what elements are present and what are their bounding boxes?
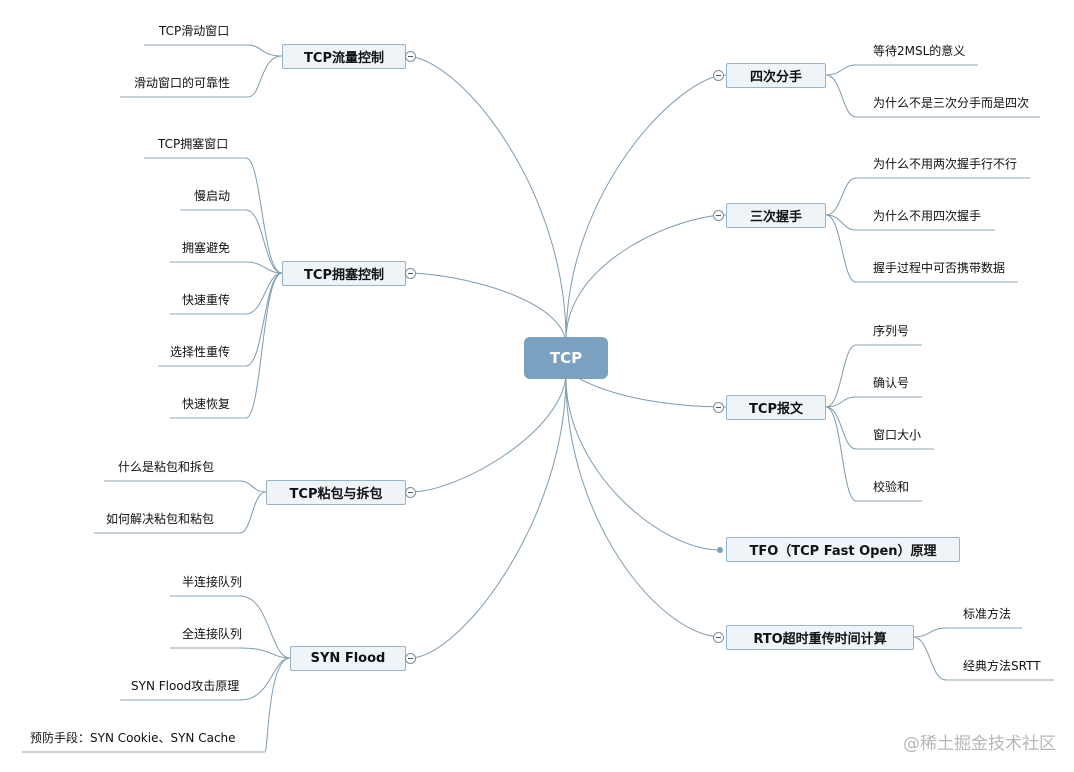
leaf-item[interactable]: 为什么不用两次握手行不行 [873,157,1018,171]
topic-three-way-handshake[interactable]: 三次握手 [726,203,826,228]
root-node[interactable]: TCP [524,337,608,379]
leaf-item[interactable]: 快速恢复 [182,397,231,411]
topic-label: SYN Flood [310,651,386,666]
leaf-dot-icon [717,547,723,553]
topic-label: 三次握手 [749,210,802,225]
leaf-item[interactable]: 确认号 [873,376,910,390]
leaf-item[interactable]: 拥塞避免 [182,241,231,255]
leaf-item[interactable]: 如何解决粘包和粘包 [106,512,215,526]
collapse-icon[interactable] [713,402,724,413]
topic-tfo[interactable]: TFO（TCP Fast Open）原理 [726,537,960,562]
leaf-item[interactable]: 等待2MSL的意义 [873,44,966,58]
leaf-item[interactable]: 选择性重传 [170,345,231,359]
root-label: TCP [549,349,583,367]
collapse-icon[interactable] [713,70,724,81]
leaf-item[interactable]: SYN Flood攻击原理 [131,679,240,693]
collapse-icon[interactable] [405,653,416,664]
leaf-item[interactable]: 窗口大小 [873,428,922,442]
leaf-item[interactable]: TCP滑动窗口 [159,24,230,38]
topic-congestion[interactable]: TCP拥塞控制 [282,261,406,286]
leaf-item[interactable]: 全连接队列 [182,627,243,641]
leaf-item[interactable]: 半连接队列 [182,575,243,589]
topic-label: TCP流量控制 [304,51,384,66]
leaf-item[interactable]: 什么是粘包和拆包 [118,460,215,474]
topic-label: 四次分手 [749,70,802,85]
leaf-item[interactable]: 预防手段：SYN Cookie、SYN Cache [30,731,236,745]
leaf-item[interactable]: 慢启动 [194,189,231,203]
collapse-icon[interactable] [405,487,416,498]
topic-sticky-packet[interactable]: TCP粘包与拆包 [266,480,406,505]
leaf-item[interactable]: 为什么不是三次分手而是四次 [873,96,1030,110]
topic-label: TCP粘包与拆包 [289,487,383,502]
topic-label: TFO（TCP Fast Open）原理 [749,544,937,559]
leaf-item[interactable]: 标准方法 [963,607,1012,621]
topic-label: TCP拥塞控制 [304,268,384,283]
leaf-item[interactable]: 为什么不用四次握手 [873,209,982,223]
topic-flow-control[interactable]: TCP流量控制 [282,44,406,69]
collapse-icon[interactable] [713,210,724,221]
leaf-item[interactable]: 快速重传 [182,293,231,307]
topic-four-way-wave[interactable]: 四次分手 [726,63,826,88]
collapse-icon[interactable] [713,632,724,643]
topic-label: RTO超时重传时间计算 [753,632,887,647]
collapse-icon[interactable] [405,51,416,62]
topic-label: TCP报文 [749,402,803,417]
topic-rto[interactable]: RTO超时重传时间计算 [726,625,914,650]
leaf-item[interactable]: 校验和 [873,480,910,494]
leaf-item[interactable]: 握手过程中可否携带数据 [873,261,1006,275]
topic-syn-flood[interactable]: SYN Flood [290,646,406,671]
leaf-item[interactable]: TCP拥塞窗口 [158,137,229,151]
watermark: @稀土掘金技术社区 [903,734,1056,754]
leaf-item[interactable]: 序列号 [873,324,910,338]
leaf-item[interactable]: 滑动窗口的可靠性 [134,76,231,90]
collapse-icon[interactable] [405,268,416,279]
leaf-item[interactable]: 经典方法SRTT [963,659,1041,673]
topic-tcp-segment[interactable]: TCP报文 [726,395,826,420]
